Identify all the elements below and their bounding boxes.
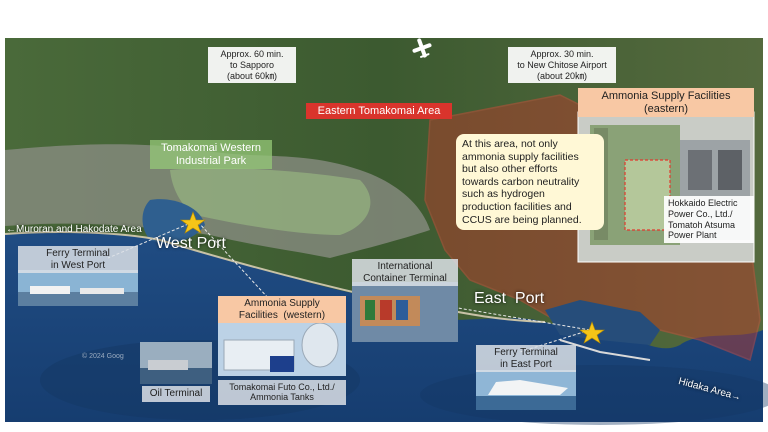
star-icon [579, 321, 605, 344]
east-port-label: East Port [474, 290, 545, 307]
airport-label: Approx. 30 min. to New Chitose Airport (… [508, 47, 616, 84]
sapporo-label: Approx. 60 min. to Sapporo (about 60㎞) [208, 47, 296, 84]
breakwater-east [559, 339, 651, 361]
ferry-west-label: Ferry Terminal in West Port [18, 246, 138, 273]
ferry-east-label: Ferry Terminal in East Port [476, 345, 576, 372]
callout-box: At this area, not only ammonia supply fa… [456, 134, 604, 231]
oil-terminal-label: Oil Terminal [142, 386, 210, 402]
west-port-label: West Port [156, 235, 226, 252]
ammonia-east-label: Ammonia Supply Facilities (eastern) [578, 88, 754, 118]
muroran-label: ←Muroran and Hakodate Area [6, 224, 142, 235]
futo-label: Tomakomai Futo Co., Ltd./ Ammonia Tanks [218, 380, 346, 405]
intl-terminal-label: International Container Terminal [352, 259, 458, 286]
east-port-channel [545, 300, 660, 345]
industrial-park [170, 168, 371, 235]
eastern-area-tag: Eastern Tomakomai Area [306, 103, 452, 119]
city-area [5, 144, 430, 258]
ammonia-west-label: Ammonia Supply Facilities (western) [218, 296, 346, 323]
western-park-tag: Tomakomai Western Industrial Park [150, 140, 272, 170]
west-port-harbor [142, 199, 205, 244]
airplane-icon [412, 38, 432, 58]
star-icon [180, 211, 206, 234]
map-watermark: © 2024 Goog [82, 353, 124, 360]
hokkaido-power-label: Hokkaido Electric Power Co., Ltd./ Tomat… [664, 196, 754, 244]
